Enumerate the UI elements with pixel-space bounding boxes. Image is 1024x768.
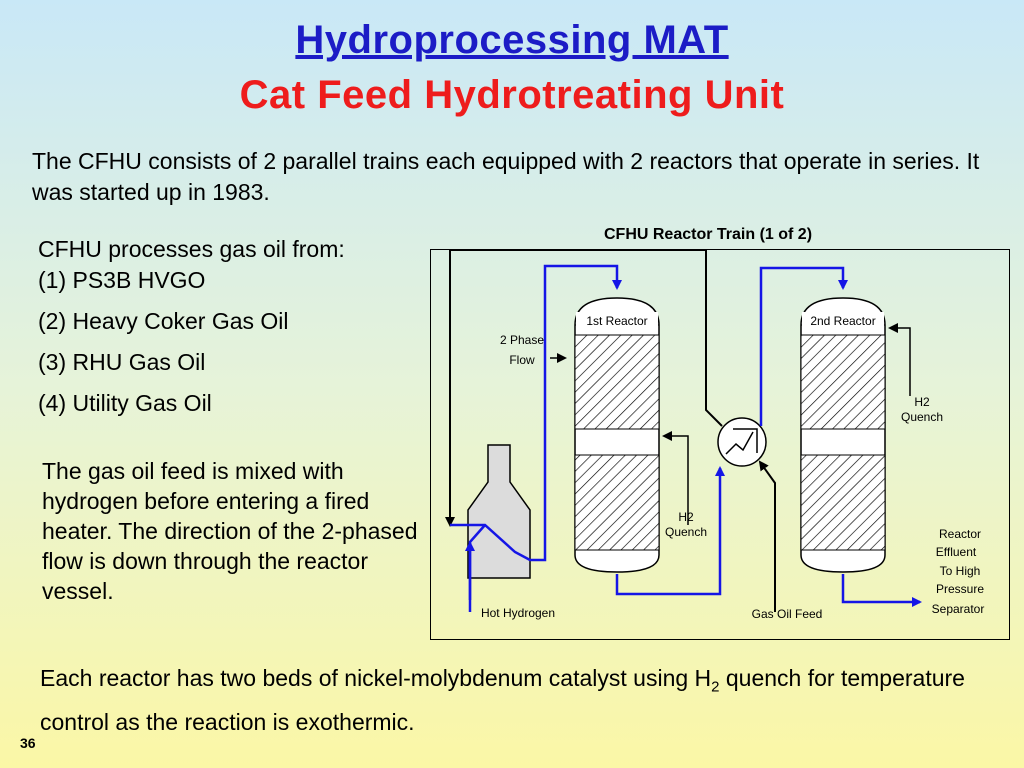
h2-quench-1-line2: Quench [665, 525, 707, 539]
second-reactor [800, 297, 886, 573]
effluent-label-1: Reactor [939, 527, 981, 541]
effluent-line [841, 574, 922, 607]
reactor1-to-exchanger-line [615, 466, 725, 596]
hot-hydrogen-label: Hot Hydrogen [481, 606, 555, 620]
feed-to-heater-line [445, 249, 723, 527]
page-subtitle: Cat Feed Hydrotreating Unit [239, 73, 785, 117]
exchanger-to-reactor2-line [759, 266, 848, 426]
diagram-title: CFHU Reactor Train (1 of 2) [604, 226, 812, 243]
h2-quench-2-line1: H2 [914, 395, 930, 409]
catalyst-text-end: quench for temperature control as the re… [40, 665, 965, 735]
intro-paragraph: The CFHU consists of 2 parallel trains e… [32, 148, 980, 205]
effluent-label-4: Pressure [936, 582, 984, 596]
two-phase-label-2: Flow [509, 353, 535, 367]
h2-quench-line-1 [662, 431, 689, 525]
effluent-label-2: Effluent [936, 545, 977, 559]
gas-oil-feed-label: Gas Oil Feed [752, 607, 823, 621]
page-number: 36 [20, 735, 36, 751]
h2-quench-2-line2: Quench [901, 410, 943, 424]
h2-subscript: 2 [711, 678, 720, 696]
list-item: (4) Utility Gas Oil [38, 390, 212, 416]
fired-heater [467, 444, 531, 579]
catalyst-description: Each reactor has two beds of nickel-moly… [40, 661, 1000, 739]
page-title: Hydroprocessing MAT [295, 18, 729, 62]
reactor-train-diagram: CFHU Reactor Train (1 of 2) 1st Reactor … [430, 226, 1010, 640]
feed-sources-list: CFHU processes gas oil from: (1) PS3B HV… [38, 234, 438, 419]
feed-description: The gas oil feed is mixed with hydrogen … [42, 458, 418, 604]
h2-quench-line-2 [888, 323, 911, 396]
h2-quench-1-line1: H2 [678, 510, 694, 524]
catalyst-text-start: Each reactor has two beds of nickel-moly… [40, 665, 712, 691]
first-reactor [574, 297, 660, 573]
reactor1-label: 1st Reactor [586, 314, 647, 328]
two-phase-label-1: 2 Phase [500, 333, 544, 347]
effluent-label-3: To High [940, 564, 981, 578]
heat-exchanger [717, 417, 767, 467]
effluent-label-5: Separator [932, 602, 985, 616]
gas-oil-feed-line [758, 460, 776, 612]
list-item: (2) Heavy Coker Gas Oil [38, 308, 289, 334]
list-item: (1) PS3B HVGO [38, 267, 206, 293]
heater-to-reactor1-line [450, 264, 622, 562]
list-item: (3) RHU Gas Oil [38, 349, 206, 375]
reactor2-label: 2nd Reactor [810, 314, 875, 328]
feed-sources-heading: CFHU processes gas oil from: [38, 236, 345, 262]
